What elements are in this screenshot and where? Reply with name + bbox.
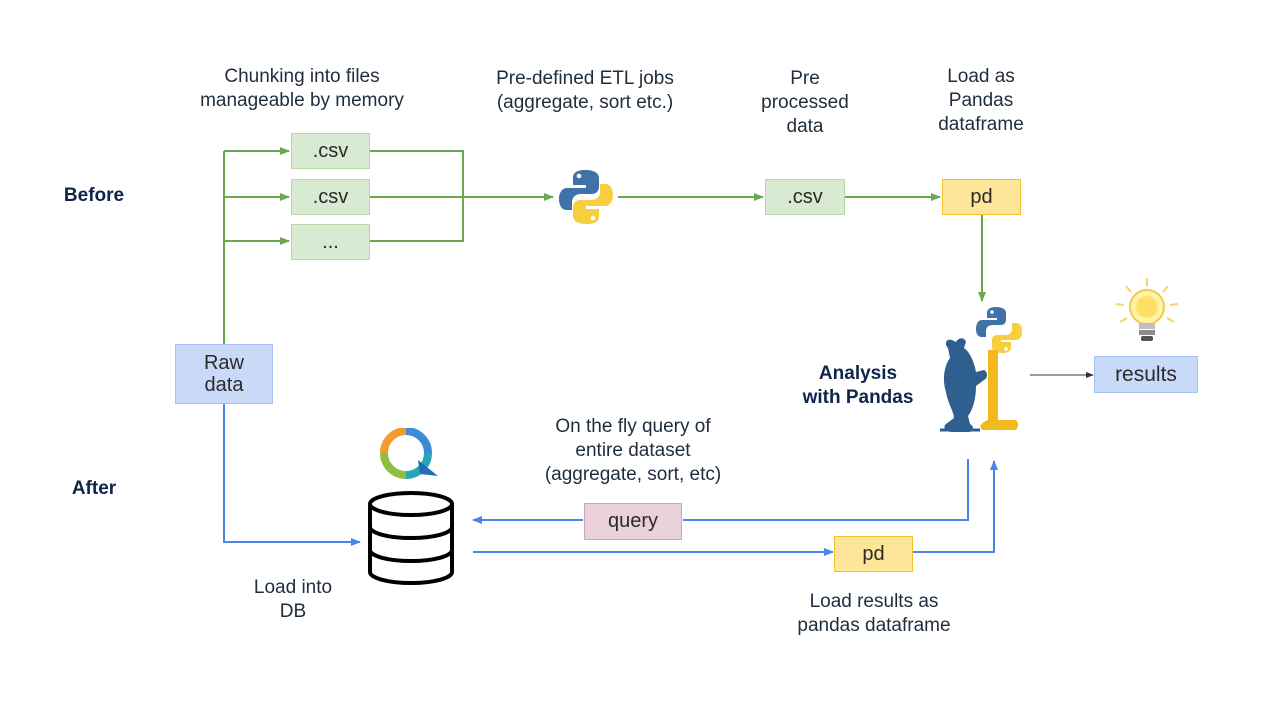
questdb-logo-icon — [380, 428, 438, 479]
database-icon — [368, 491, 454, 585]
preprocessed-label: Pre processed data — [761, 68, 849, 137]
query-box: query — [584, 503, 682, 540]
analysis-label: Analysis with Pandas — [802, 363, 914, 408]
csv-chunk-box: .csv — [291, 133, 370, 169]
pd-top-box: pd — [942, 179, 1021, 215]
lightbulb-icon — [1115, 278, 1179, 341]
on-the-fly-label: On the fly query of entire dataset (aggr… — [544, 416, 722, 485]
load-db-label: Load into DB — [253, 577, 333, 622]
processed-csv-box: .csv — [765, 179, 845, 215]
ellipsis-chunk-box: ... — [291, 224, 370, 260]
results-box: results — [1094, 356, 1198, 393]
csv-chunk-box: .csv — [291, 179, 370, 215]
chunking-label: Chunking into files manageable by memory — [200, 66, 404, 111]
pandas-python-logo-icon — [940, 307, 1022, 432]
load-pandas-label: Load as Pandas dataframe — [938, 66, 1024, 135]
pd-bottom-box: pd — [834, 536, 913, 572]
raw-data-text: Raw data — [203, 352, 244, 396]
load-results-label: Load results as pandas dataframe — [797, 591, 951, 636]
python-logo-icon — [559, 170, 613, 224]
before-label: Before — [63, 185, 125, 206]
etl-jobs-label: Pre-defined ETL jobs (aggregate, sort et… — [496, 68, 674, 113]
raw-data-box: Raw data — [175, 344, 273, 404]
after-label: After — [71, 478, 117, 499]
